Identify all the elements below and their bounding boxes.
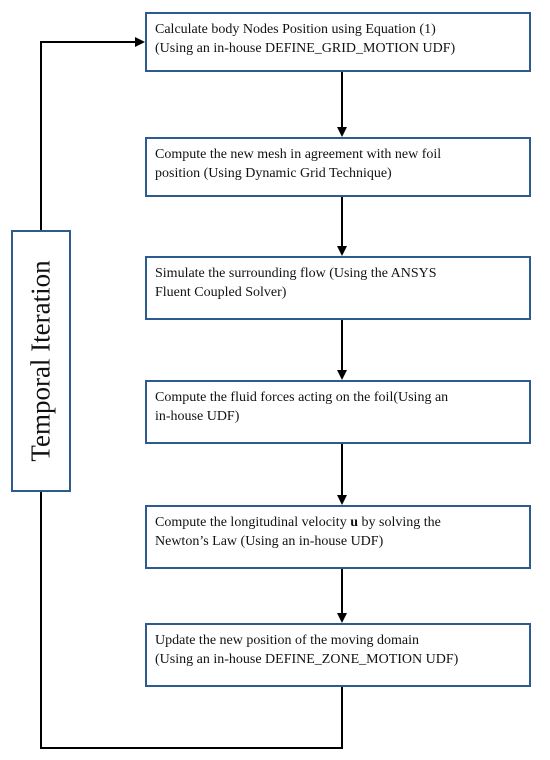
velocity-symbol-u: u [350,515,358,530]
step-2-line-2: position (Using Dynamic Grid Technique) [155,166,392,181]
step-4-line-2: in-house UDF) [155,409,240,424]
step-5-box: Compute the longitudinal velocity u by s… [145,505,531,569]
temporal-iteration-label: Temporal Iteration [25,260,56,462]
step-4-box: Compute the fluid forces acting on the f… [145,380,531,444]
step-6-line-2: (Using an in-house DEFINE_ZONE_MOTION UD… [155,652,459,667]
step-3-line-1: Simulate the surrounding flow (Using the… [155,266,437,281]
step-2-box: Compute the new mesh in agreement with n… [145,137,531,197]
step-6-box: Update the new position of the moving do… [145,623,531,687]
temporal-iteration-box [11,230,71,492]
step-5-line-1-post: by solving the [358,515,441,530]
step-1-line-1: Calculate body Nodes Position using Equa… [155,22,436,37]
step-3-box: Simulate the surrounding flow (Using the… [145,256,531,320]
step-3-line-2: Fluent Coupled Solver) [155,285,287,300]
step-4-line-1: Compute the fluid forces acting on the f… [155,390,449,405]
step-1-line-2: (Using an in-house DEFINE_GRID_MOTION UD… [155,41,456,56]
step-1-box: Calculate body Nodes Position using Equa… [145,12,531,72]
feedback-loop-line [40,37,343,749]
step-5-line-1-pre: Compute the longitudinal velocity [155,515,351,530]
step-6-line-1: Update the new position of the moving do… [155,633,420,648]
step-5-line-1: Compute the longitudinal velocity u by s… [155,513,521,532]
step-5-line-2: Newton’s Law (Using an in-house UDF) [155,534,384,549]
step-2-line-1: Compute the new mesh in agreement with n… [155,147,442,162]
